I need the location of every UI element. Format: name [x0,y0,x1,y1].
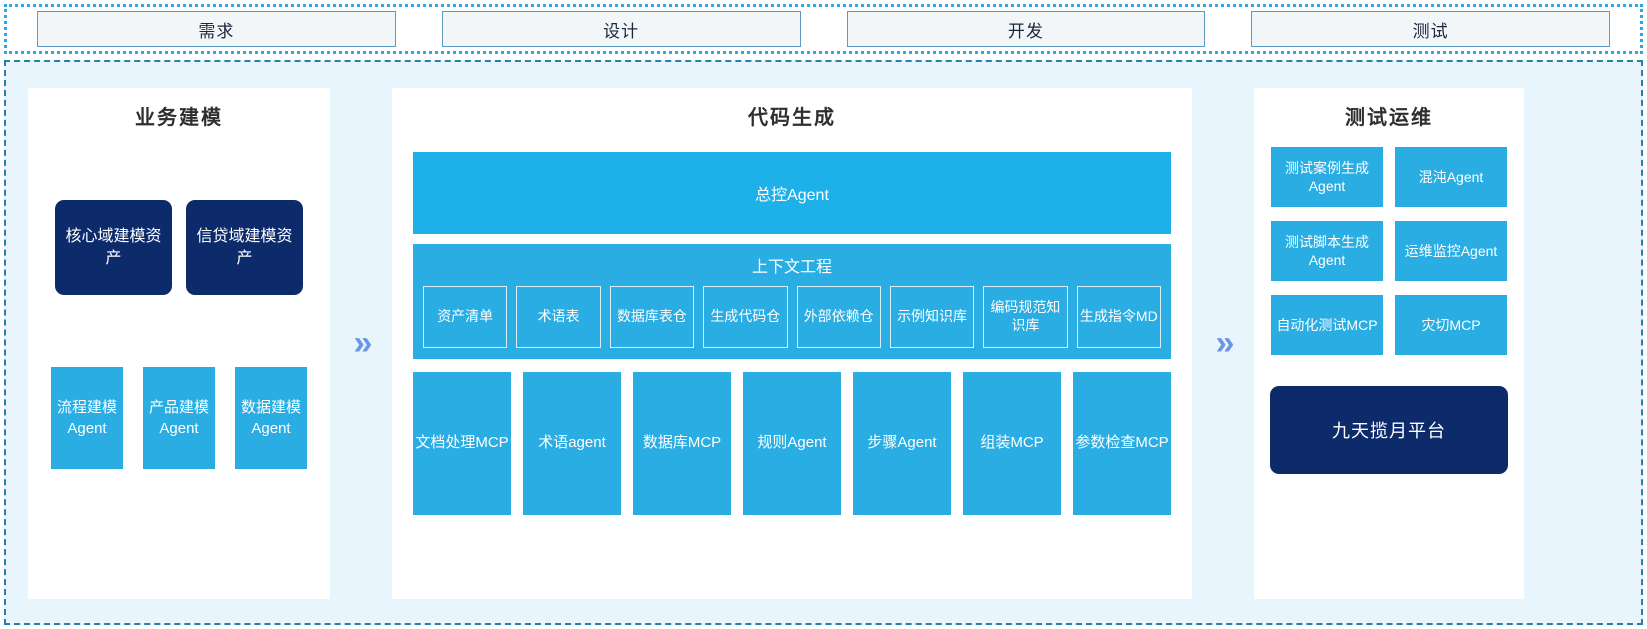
panel-test-ops: 测试运维 测试案例生成Agent 混沌Agent 测试脚本生成Agent 运维监… [1254,88,1524,599]
tool-parameter-check-mcp[interactable]: 参数检查MCP [1073,372,1171,515]
tool-label: 参数检查MCP [1075,434,1169,452]
tool-label: 组装MCP [980,434,1044,452]
ops-monitoring-agent[interactable]: 运维监控Agent [1395,221,1507,281]
ctx-generation-instruction-md[interactable]: 生成指令MD [1076,286,1161,348]
tool-label: 步骤Agent [867,434,937,452]
agent-label: 数据建模Agent [240,399,301,437]
agent-label: 流程建模Agent [56,399,117,437]
stage-label: 测试 [1412,21,1449,41]
asset-core-domain[interactable]: 核心域建模资产 [55,200,172,295]
stage-label: 开发 [1007,21,1044,41]
modeling-agent-row: 流程建模Agent 产品建模Agent 数据建模Agent [51,367,307,469]
tool-database-mcp[interactable]: 数据库MCP [633,372,731,515]
ctx-label: 术语表 [537,308,580,325]
disaster-recovery-mcp[interactable]: 灾切MCP [1395,295,1507,355]
tool-step-agent[interactable]: 步骤Agent [853,372,951,515]
test-ops-label: 自动化测试MCP [1276,316,1378,333]
test-ops-label: 测试案例生成Agent [1285,159,1369,194]
ctx-label: 数据库表仓 [616,308,687,325]
ctx-glossary[interactable]: 术语表 [516,286,601,348]
automated-testing-mcp[interactable]: 自动化测试MCP [1271,295,1383,355]
chevron-right-icon: » [1215,324,1235,362]
context-engineering-title: 上下文工程 [751,259,832,276]
ctx-label: 外部依赖仓 [803,308,874,325]
master-control-agent[interactable]: 总控Agent [413,152,1171,234]
stage-label: 设计 [603,21,640,41]
asset-label: 核心域建模资产 [65,227,162,267]
ctx-example-knowledge-base[interactable]: 示例知识库 [889,286,975,348]
tool-label: 规则Agent [757,434,827,452]
stage-label: 需求 [198,21,235,41]
panel-title-code-generation: 代码生成 [748,107,836,129]
tool-document-processing-mcp[interactable]: 文档处理MCP [413,372,511,515]
test-ops-label: 运维监控Agent [1404,242,1498,259]
ctx-label: 编码规范知识库 [990,299,1061,333]
tool-rule-agent[interactable]: 规则Agent [743,372,841,515]
flow-arrow-right: » [1192,88,1254,599]
jiutian-lanyue-platform[interactable]: 九天揽月平台 [1270,386,1508,474]
asset-label: 信贷域建模资产 [196,227,293,267]
flow-arrow-left: » [330,88,392,599]
agent-data-modeling[interactable]: 数据建模Agent [235,367,307,469]
tool-glossary-agent[interactable]: 术语agent [523,372,621,515]
ctx-external-dependency-repo[interactable]: 外部依赖仓 [796,286,881,348]
agent-process-modeling[interactable]: 流程建模Agent [51,367,123,469]
panel-business-modeling: 业务建模 核心域建模资产 信贷域建模资产 流程建模Agent 产品建模Agent… [28,88,330,599]
code-generation-body: 总控Agent 上下文工程 资产清单 术语表 数据库表仓 生成代码仓 [392,136,1192,515]
test-ops-label: 灾切MCP [1421,316,1481,333]
tool-label: 文档处理MCP [415,434,509,452]
asset-credit-domain[interactable]: 信贷域建模资产 [186,200,303,295]
ctx-asset-inventory[interactable]: 资产清单 [423,286,508,348]
ctx-label: 示例知识库 [897,308,968,325]
agent-label: 产品建模Agent [148,399,209,437]
ctx-label: 生成代码仓 [710,308,781,325]
panel-title-test-ops: 测试运维 [1345,107,1433,129]
stage-box-requirements[interactable]: 需求 [37,11,396,47]
chevron-right-icon: » [353,324,373,362]
ctx-generated-code-repo[interactable]: 生成代码仓 [703,286,788,348]
tool-row: 文档处理MCP 术语agent 数据库MCP 规则Agent 步骤Agent 组… [413,372,1171,515]
stage-box-design[interactable]: 设计 [441,11,801,47]
stage-box-development[interactable]: 开发 [846,11,1206,47]
chaos-agent[interactable]: 混沌Agent [1395,147,1507,207]
context-engineering-block: 上下文工程 资产清单 术语表 数据库表仓 生成代码仓 外部依赖仓 [413,244,1171,359]
ctx-coding-standard-knowledge-base[interactable]: 编码规范知识库 [983,286,1068,348]
master-control-agent-label: 总控Agent [755,187,829,204]
test-script-generation-agent[interactable]: 测试脚本生成Agent [1271,221,1383,281]
platform-label: 九天揽月平台 [1332,421,1446,441]
tool-label: 术语agent [538,434,606,452]
test-ops-label: 混沌Agent [1418,168,1484,185]
context-engineering-items: 资产清单 术语表 数据库表仓 生成代码仓 外部依赖仓 示例知 [423,286,1161,348]
asset-row: 核心域建模资产 信贷域建模资产 [55,200,303,295]
stage-strip: 需求 设计 开发 测试 [4,4,1643,54]
test-case-generation-agent[interactable]: 测试案例生成Agent [1271,147,1383,207]
ctx-label: 资产清单 [437,308,494,325]
ctx-db-table-repo[interactable]: 数据库表仓 [609,286,695,348]
ctx-label: 生成指令MD [1079,308,1158,325]
tool-label: 数据库MCP [642,434,722,452]
panel-title-business-modeling: 业务建模 [135,107,223,129]
architecture-region: 业务建模 核心域建模资产 信贷域建模资产 流程建模Agent 产品建模Agent… [4,60,1643,625]
test-ops-grid: 测试案例生成Agent 混沌Agent 测试脚本生成Agent 运维监控Agen… [1271,147,1507,355]
stage-box-testing[interactable]: 测试 [1251,11,1610,47]
panel-code-generation: 代码生成 总控Agent 上下文工程 资产清单 术语表 数据库表仓 [392,88,1192,599]
agent-product-modeling[interactable]: 产品建模Agent [143,367,215,469]
test-ops-label: 测试脚本生成Agent [1285,233,1369,268]
tool-assembly-mcp[interactable]: 组装MCP [963,372,1061,515]
